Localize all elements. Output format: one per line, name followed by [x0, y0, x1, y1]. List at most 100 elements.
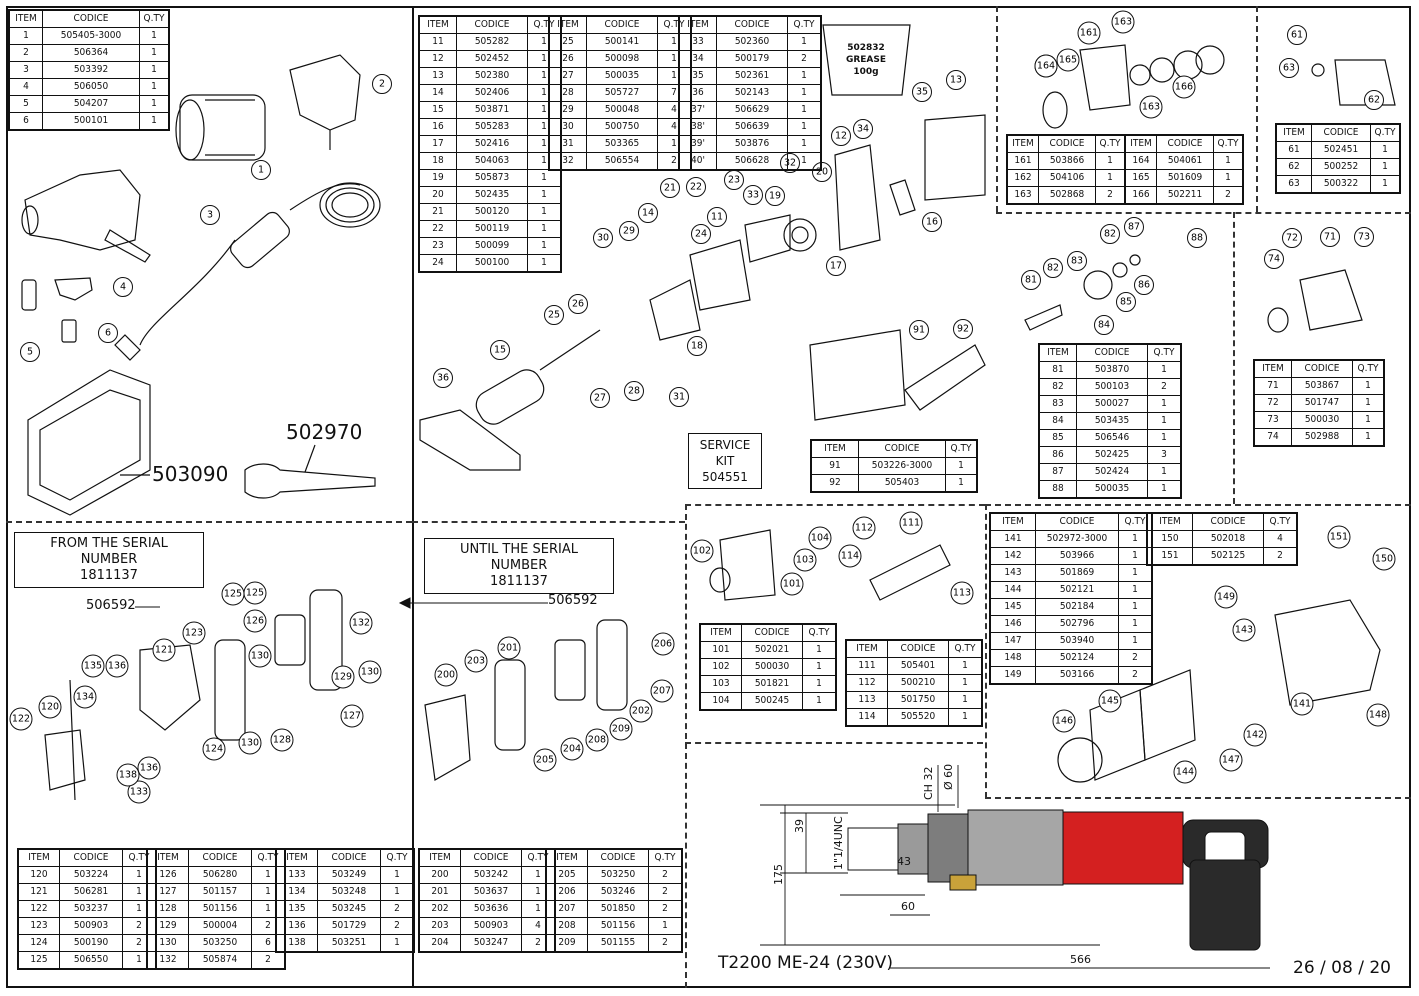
- cell-item: 26: [548, 50, 587, 68]
- callout-label: 28: [628, 386, 640, 397]
- cell-item: 114: [845, 708, 888, 727]
- callout-circle: [1116, 292, 1136, 312]
- cell-qty: 1: [1095, 169, 1125, 187]
- cell-qty: 1: [1147, 463, 1181, 481]
- cell-code: 502211: [1156, 186, 1214, 205]
- cell-item: 122: [17, 900, 60, 918]
- callout-label: 163: [1114, 17, 1132, 28]
- callout-circle: [660, 178, 680, 198]
- callout-circle: [38, 695, 62, 719]
- header-qty: Q.TY: [1147, 344, 1181, 362]
- callout-label: 127: [343, 711, 361, 722]
- header-item: ITEM: [1146, 513, 1193, 531]
- cell-item: 82: [1038, 378, 1077, 396]
- callout-label: 113: [953, 588, 971, 599]
- cell-qty: 1: [527, 186, 561, 204]
- callout-label: 145: [1101, 696, 1119, 707]
- cell-code: 505405-3000: [42, 27, 140, 45]
- dim-thread: 1"1/4UNC: [832, 816, 845, 870]
- cell-code: 502972-3000: [1035, 530, 1119, 548]
- callout-circle: [137, 756, 161, 780]
- cell-code: 500100: [456, 254, 528, 273]
- callout-circle: [1372, 547, 1396, 571]
- header-item: ITEM: [146, 849, 189, 867]
- until-serial-number: 1811137: [490, 574, 548, 589]
- field-coil-drawing: [809, 329, 906, 421]
- cell-item: 127: [146, 883, 189, 901]
- cell-item: 16: [418, 118, 457, 136]
- cell-item: 147: [989, 632, 1036, 650]
- callout-circle: [200, 205, 220, 225]
- callout-circle: [568, 294, 588, 314]
- header-code: CODICE: [716, 16, 788, 34]
- callout-circle: [1172, 75, 1196, 99]
- cell-item: 24: [418, 254, 457, 273]
- cell-code: 501729: [317, 917, 381, 935]
- callout-circle: [1098, 689, 1122, 713]
- cell-item: 145: [989, 598, 1036, 616]
- cell-item: 104: [699, 692, 742, 711]
- cell-code: 502361: [716, 67, 788, 85]
- callout-label: 16: [926, 217, 938, 228]
- callout-label: 136: [108, 661, 126, 672]
- cell-item: 40': [678, 152, 717, 171]
- cell-code: 501156: [188, 900, 252, 918]
- cell-code: 502406: [456, 84, 528, 102]
- cell-item: 163: [1006, 186, 1039, 205]
- callout-circle: [1290, 692, 1314, 716]
- callout-label: 101: [783, 579, 801, 590]
- cell-item: 88: [1038, 480, 1077, 499]
- callout-circle: [1043, 258, 1063, 278]
- callout-label: 202: [632, 706, 650, 717]
- callout-circle: [912, 82, 932, 102]
- cell-code: 502868: [1038, 186, 1096, 205]
- callout-label: 125: [224, 589, 242, 600]
- callout-label: 200: [437, 670, 455, 681]
- callout-circle: [1282, 228, 1302, 248]
- callout-label: 83: [1071, 256, 1083, 267]
- header-item: ITEM: [1038, 344, 1077, 362]
- cell-item: 14: [418, 84, 457, 102]
- callout-label: 73: [1358, 232, 1370, 243]
- cell-item: 4: [8, 78, 43, 96]
- callout-circle: [331, 665, 355, 689]
- callout-label: 130: [361, 667, 379, 678]
- callout-circle: [1077, 21, 1101, 45]
- cell-item: 72: [1253, 394, 1292, 412]
- from-serial-number: 1811137: [80, 568, 138, 583]
- callout-circle: [490, 340, 510, 360]
- cell-item: 101: [699, 641, 742, 659]
- cell-qty: 1: [527, 203, 561, 221]
- bearing-plate-drawing: [834, 144, 881, 251]
- header-item: ITEM: [1253, 360, 1292, 378]
- cell-qty: 2: [1118, 666, 1152, 685]
- callout-label: 135: [84, 661, 102, 672]
- dim-39: 39: [793, 819, 806, 833]
- cell-code: 500098: [586, 50, 658, 68]
- cell-item: 71: [1253, 377, 1292, 395]
- header-code: CODICE: [42, 10, 140, 28]
- header-item: ITEM: [1275, 124, 1312, 142]
- cell-code: 506281: [59, 883, 123, 901]
- cell-qty: 1: [1147, 412, 1181, 430]
- divider-left-horizontal: [6, 521, 412, 523]
- callout-circle: [953, 319, 973, 339]
